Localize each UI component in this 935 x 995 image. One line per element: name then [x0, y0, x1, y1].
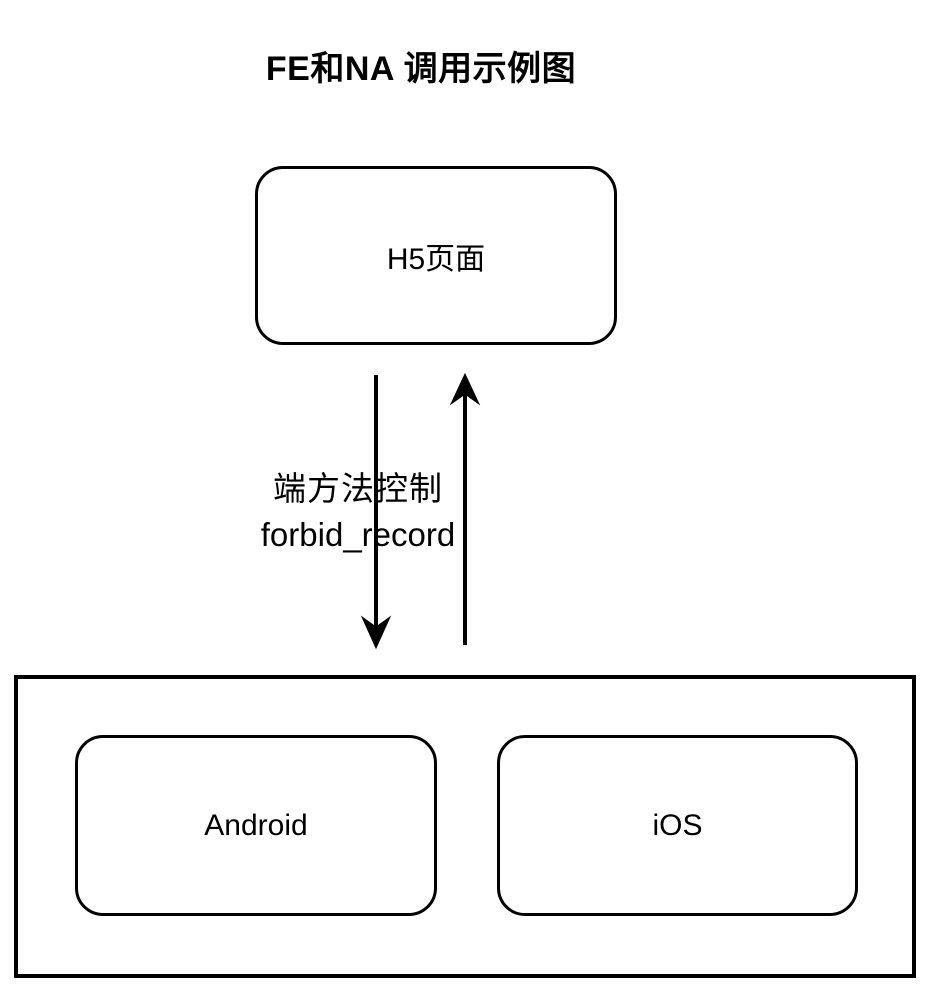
node-h5-page: H5页面 — [255, 166, 617, 345]
node-ios-label: iOS — [652, 808, 703, 842]
node-h5-page-label: H5页面 — [386, 242, 486, 276]
node-android-label: Android — [204, 808, 308, 842]
node-ios: iOS — [497, 735, 858, 916]
arrow-down-head-icon — [360, 615, 392, 650]
diagram-title: FE和NA 调用示例图 — [265, 50, 577, 88]
edge-label-method-control: 端方法控制 — [273, 470, 443, 507]
node-android: Android — [75, 735, 437, 916]
arrow-up-head-icon — [449, 372, 481, 406]
edge-label: 端方法控制 forbid_record — [158, 466, 558, 558]
edge-label-forbid-record: forbid_record — [260, 516, 456, 553]
